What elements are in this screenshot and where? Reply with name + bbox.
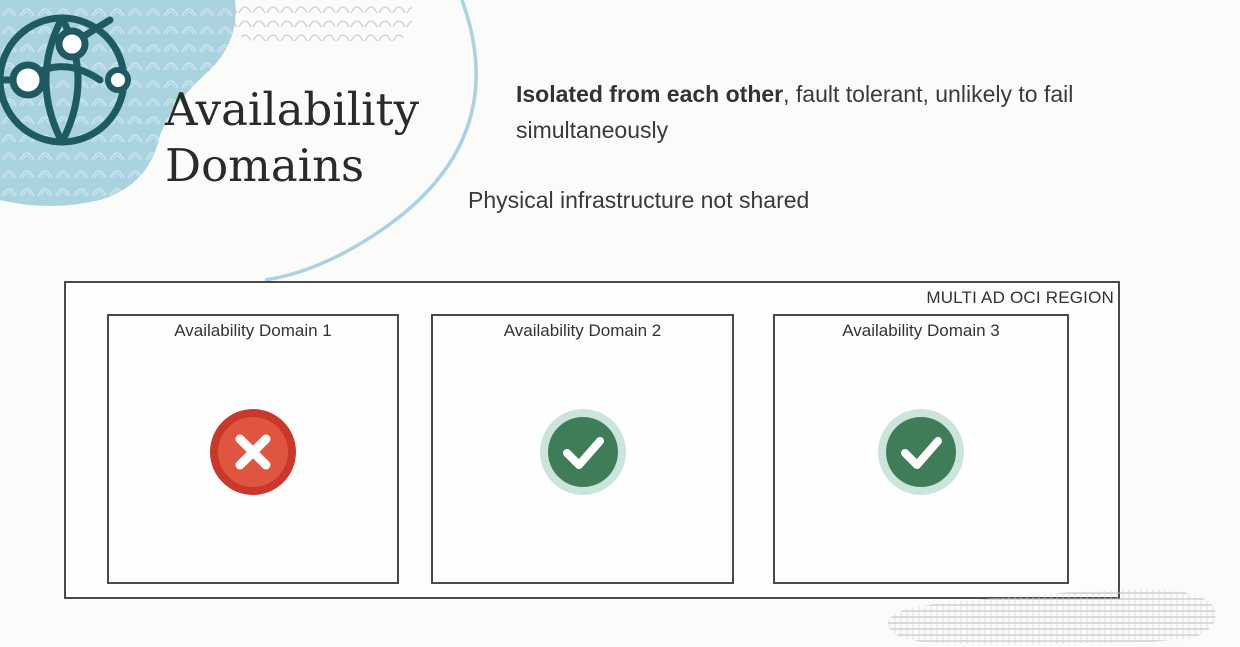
oci-region-box: MULTI AD OCI REGION Availability Domain … — [64, 281, 1120, 599]
availability-domain-2: Availability Domain 2 — [431, 314, 734, 584]
region-label: MULTI AD OCI REGION — [926, 288, 1114, 307]
error-x-icon — [210, 409, 296, 495]
availability-domain-3: Availability Domain 3 — [773, 314, 1069, 584]
bullet-isolated: Isolated from each other, fault tolerant… — [516, 76, 1196, 148]
title-line-2: Domains — [165, 139, 365, 192]
page-title: Availability Domains — [165, 82, 419, 194]
availability-domain-label: Availability Domain 3 — [842, 321, 1000, 340]
availability-domain-label: Availability Domain 1 — [174, 321, 332, 340]
bullet-physical-infrastructure: Physical infrastructure not shared — [468, 187, 810, 213]
title-line-1: Availability — [165, 83, 420, 136]
bullet-isolated-bold: Isolated from each other — [516, 81, 784, 107]
checkmark-icon — [539, 409, 626, 495]
decorative-scribble — [888, 588, 1216, 645]
availability-domain-label: Availability Domain 2 — [503, 321, 662, 340]
bullet-isolated-rest: , fault tolerant, unlikely to fail simul… — [516, 81, 1074, 143]
checkmark-icon — [878, 409, 964, 495]
globe-network-icon — [0, 14, 131, 146]
availability-domain-1: Availability Domain 1 — [107, 314, 399, 584]
